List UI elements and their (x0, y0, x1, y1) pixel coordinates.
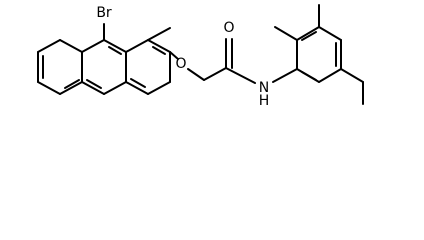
chemical-structure: Br O O N H (37, 4, 364, 109)
bromine-substituent: Br (96, 5, 112, 41)
bond (147, 81, 171, 95)
bond (274, 26, 298, 41)
molecule-canvas: Br O O N H (37, 4, 364, 109)
double-bond-inner (130, 78, 146, 88)
bond (169, 51, 179, 60)
bond (318, 26, 342, 41)
bond (125, 39, 149, 53)
methyl-groups (274, 4, 364, 105)
double-bond-inner (301, 71, 317, 81)
bond (203, 67, 227, 81)
bond (59, 81, 83, 95)
double-bond-inner (64, 79, 80, 89)
bond (37, 81, 61, 95)
bond (340, 68, 364, 83)
bond (225, 67, 256, 84)
dimethylphenyl-ring (296, 26, 342, 83)
bond (103, 81, 127, 95)
bond (103, 39, 127, 53)
naphthalene-ring (37, 39, 171, 95)
bond (296, 26, 320, 41)
carbonyl-oxygen-label: O (223, 20, 234, 36)
amide-nitrogen-label: N (259, 80, 269, 96)
double-bond-inner (108, 46, 122, 55)
amide-group: N H (259, 68, 298, 109)
ether-oxygen-label: O (175, 56, 186, 72)
bond (81, 81, 105, 95)
bond (37, 39, 61, 53)
amide-hydrogen-label: H (259, 93, 270, 109)
oxyacetamide-linker: O O (147, 20, 256, 84)
bond (59, 39, 83, 53)
bromine-label: Br (96, 5, 112, 21)
bond (187, 68, 205, 81)
bond (147, 27, 171, 41)
double-bond-inner (86, 79, 102, 89)
double-bond-inner (152, 46, 166, 55)
bond (81, 39, 105, 53)
bond (318, 68, 342, 83)
bond (272, 68, 298, 83)
double-bond-inner (301, 31, 317, 41)
bond (125, 81, 149, 95)
bond (147, 39, 171, 53)
